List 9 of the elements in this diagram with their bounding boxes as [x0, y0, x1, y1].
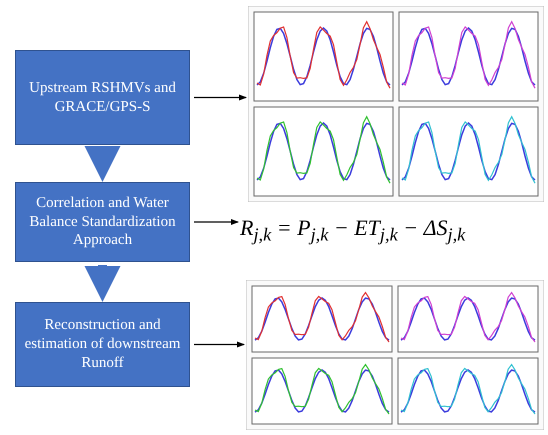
process-box: Upstream RSHMVs and GRACE/GPS-S	[15, 50, 190, 145]
arrow	[84, 265, 120, 302]
arrow	[194, 94, 247, 100]
equation: R$_{j,k}$ = P$_{j,k}$ − ET$_{j,k}$ − ΔS$_{j,k}$	[240, 214, 466, 246]
arrow	[84, 146, 120, 182]
arrow	[194, 342, 245, 348]
arrow	[194, 219, 239, 225]
process-box: Correlation and Water Balance Standardization Approach	[15, 182, 190, 262]
process-box: Reconstruction and estimation of downstream Runoff	[15, 302, 190, 387]
